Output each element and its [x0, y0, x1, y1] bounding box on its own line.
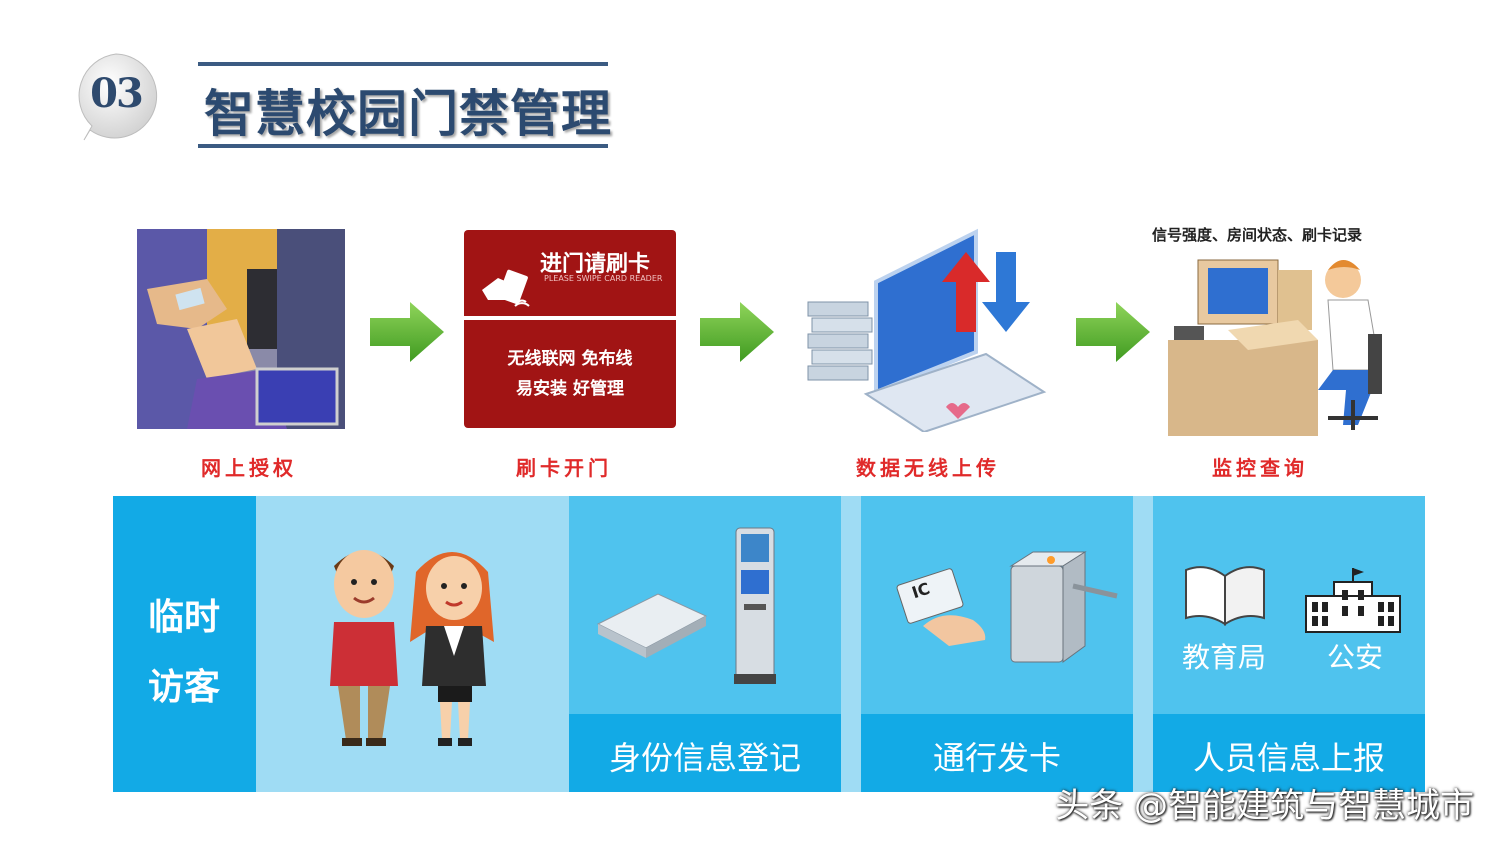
- pass-card-label: 通行发卡: [932, 739, 1061, 777]
- card-title: 进门请刷卡: [540, 252, 651, 277]
- id-reader-kiosk-illustration: [596, 527, 776, 684]
- visitors-illustration: [330, 550, 494, 746]
- page-title: 智慧校园门禁管理: [204, 85, 612, 143]
- id-registration-image-block: [569, 496, 841, 714]
- section-badge: [78, 53, 158, 141]
- online-auth-illustration: [137, 229, 345, 429]
- police-label: 公安: [1326, 641, 1383, 674]
- visitor-label-line1: 临时: [147, 597, 220, 638]
- step-label-monitoring: 监控查询: [1212, 456, 1308, 480]
- title-bottom-rule: [198, 144, 608, 148]
- title-top-rule: [198, 62, 608, 66]
- pass-card-label-block: [861, 714, 1133, 792]
- ic-card-turnstile-illustration: [896, 551, 1118, 663]
- monitor-caption: 信号强度、房间状态、刷卡记录: [1152, 226, 1363, 244]
- visitor-label-line2: 访客: [147, 667, 220, 708]
- watermark: 头条 @智能建筑与智慧城市: [1055, 786, 1474, 826]
- section-number: 03: [90, 70, 144, 117]
- id-registration-label: 身份信息登记: [608, 739, 801, 777]
- card-feature-line-1: 无线联网 免布线: [507, 349, 633, 369]
- education-bureau-label: 教育局: [1181, 641, 1266, 674]
- card-divider: [464, 316, 676, 320]
- government-building-icon: [1305, 568, 1401, 633]
- open-book-icon: [1185, 566, 1265, 626]
- arrow-right-icon: [1076, 302, 1150, 362]
- report-label: 人员信息上报: [1192, 739, 1385, 777]
- arrow-right-icon: [370, 302, 444, 362]
- card-feature-line-2: 易安装 好管理: [516, 379, 624, 399]
- visitor-label-block: [113, 496, 256, 792]
- card-reader-icon: [482, 269, 530, 307]
- step-label-swipe-card: 刷卡开门: [516, 456, 612, 480]
- monitoring-illustration: [1168, 259, 1382, 436]
- id-registration-label-block: [569, 714, 841, 792]
- arrow-right-icon: [700, 302, 774, 362]
- step-label-online-auth: 网上授权: [201, 456, 297, 480]
- card-subtitle: PLEASE SWIPE CARD READER: [544, 274, 663, 283]
- step-label-data-upload: 数据无线上传: [856, 456, 1000, 480]
- report-label-block: [1153, 714, 1425, 792]
- data-upload-illustration: [807, 228, 1047, 432]
- swipe-card-panel: 进门请刷卡 PLEASE SWIPE CARD READER 无线联网 免布线 …: [464, 230, 676, 428]
